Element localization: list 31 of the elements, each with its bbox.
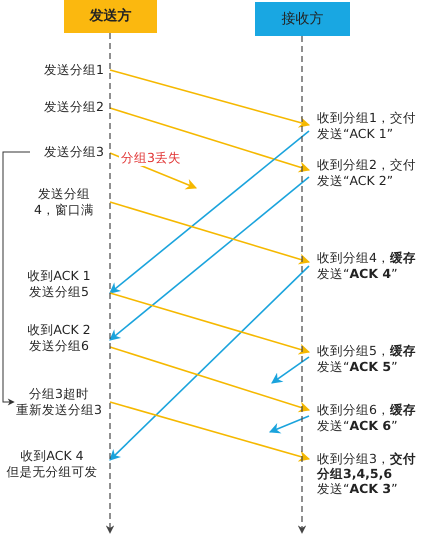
arrow bbox=[110, 401, 310, 462]
event-text: 发送分组2 bbox=[30, 99, 110, 115]
arrow bbox=[110, 107, 310, 172]
event-text: 收到分组1，交付发送“ACK 1” bbox=[309, 110, 423, 142]
participant-box: 接收方 bbox=[255, 2, 350, 36]
loss-note: 分组3丢失 bbox=[119, 150, 183, 166]
arrow bbox=[268, 415, 310, 434]
arrow bbox=[109, 265, 310, 461]
event-text: 分组3超时重新发送分组3 bbox=[14, 386, 110, 418]
event-text: 收到ACK 1发送分组5 bbox=[14, 268, 110, 300]
arrow bbox=[110, 201, 310, 264]
arrow bbox=[110, 346, 310, 412]
event-text: 收到分组5，缓存发送“ACK 5” bbox=[309, 343, 423, 375]
event-text: 发送分组4，窗口满 bbox=[24, 186, 110, 218]
event-text: 收到分组4，缓存发送“ACK 4” bbox=[309, 250, 423, 282]
arrow bbox=[2, 152, 30, 406]
arrow bbox=[110, 69, 310, 128]
lifeline-arrow bbox=[298, 36, 306, 534]
event-text: 收到分组2，交付发送“ACK 2” bbox=[309, 157, 423, 189]
arrow bbox=[109, 130, 310, 294]
lifeline-arrow bbox=[106, 33, 114, 534]
event-text: 发送分组3 bbox=[30, 144, 110, 160]
arrow bbox=[110, 292, 310, 354]
event-text: 收到ACK 2发送分组6 bbox=[14, 322, 110, 354]
event-text: 收到ACK 4但是无分组可发 bbox=[0, 448, 110, 480]
participant-box: 发送方 bbox=[64, 0, 157, 33]
arrow bbox=[109, 176, 310, 341]
event-text: 收到分组3，交付分组3,4,5,6发送“ACK 3” bbox=[309, 451, 423, 496]
event-text: 发送分组1 bbox=[30, 62, 110, 78]
arrow bbox=[271, 356, 310, 384]
event-text: 收到分组6，缓存发送“ACK 6” bbox=[309, 402, 423, 434]
